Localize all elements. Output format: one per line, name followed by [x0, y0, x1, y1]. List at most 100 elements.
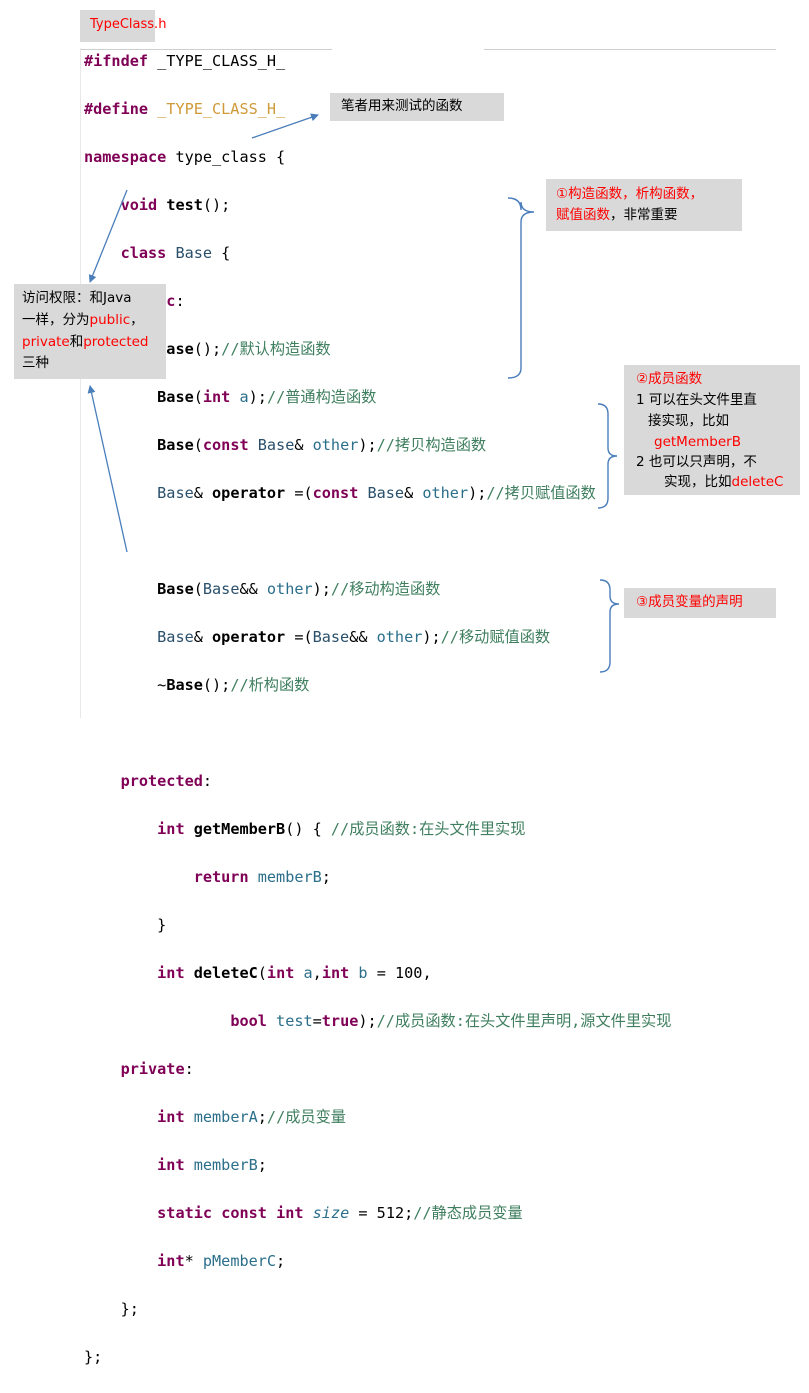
member-variables-brace: [599, 579, 620, 673]
member-functions-text: 实现，比如: [664, 474, 732, 490]
code-comment: //拷贝赋值函数: [486, 484, 596, 502]
private-arrow: [87, 385, 128, 553]
code-text: [294, 964, 303, 982]
code-line-close-brace: }: [84, 913, 671, 937]
keyword: int: [266, 964, 295, 982]
code-comment: //成员变量: [266, 1108, 346, 1126]
code-text: [185, 964, 194, 982]
deletec-label: deleteC: [731, 474, 784, 490]
function-name: operator: [212, 484, 286, 502]
code-line-class: class Base {: [84, 241, 671, 265]
class-name: Base: [157, 628, 194, 646]
code-text: );: [422, 628, 441, 646]
access-note-text: ，: [130, 312, 144, 328]
access-note-text: 和: [69, 334, 84, 350]
namespace-name: type_class {: [166, 148, 286, 166]
keyword: return: [193, 868, 249, 886]
keyword: const: [312, 484, 359, 502]
member-variables-note: ③成员变量的声明: [624, 588, 776, 618]
public-arrow: [88, 189, 128, 283]
special-functions-title: ①构造函数，析构函数，: [556, 186, 704, 202]
code-comment: //默认构造函数: [221, 340, 331, 358]
code-text: );: [468, 484, 487, 502]
code-line-deletec-cont: bool test=true);//成员函数:在头文件里声明,源文件里实现: [84, 1009, 671, 1033]
code-text: ;: [257, 1156, 267, 1174]
code-line-copy-assign: Base& operator =(const Base& other);//拷贝…: [84, 481, 671, 505]
code-line-namespace: namespace type_class {: [84, 145, 671, 169]
member-variable: pMemberC: [202, 1252, 277, 1270]
access-modifier-note: 访问权限：和Java 一样，分为public， private和protecte…: [14, 284, 166, 379]
macro-name: _TYPE_CLASS_H_: [148, 52, 286, 70]
code-text: );: [248, 388, 267, 406]
code-line-ifndef: #ifndef _TYPE_CLASS_H_: [84, 49, 671, 73]
code-text: }: [157, 916, 167, 934]
parameter: a: [303, 964, 313, 982]
code-line-protected: protected:: [84, 769, 671, 793]
parameter: other: [376, 628, 423, 646]
code-text: :: [175, 292, 185, 310]
class-name: Base: [202, 580, 240, 598]
function-name: Base: [157, 340, 194, 358]
code-line-copy-ctor: Base(const Base& other);//拷贝构造函数: [84, 433, 671, 457]
header-divider-right: [484, 49, 776, 50]
function-name: Base: [166, 676, 203, 694]
access-note-text: 一样，分为: [22, 312, 90, 328]
code-text: [185, 1108, 194, 1126]
keyword: static: [157, 1204, 213, 1222]
code-text: *: [184, 1252, 203, 1270]
macro-name: _TYPE_CLASS_H_: [148, 100, 286, 118]
keyword: namespace: [84, 148, 167, 166]
code-text: [349, 964, 358, 982]
code-line-getmemberb: int getMemberB() { //成员函数:在头文件里实现: [84, 817, 671, 841]
special-functions-note-line2: 赋值函数，非常重要: [556, 205, 678, 226]
keyword: class: [120, 244, 167, 262]
assignment-function-label: 赋值函数: [556, 207, 610, 223]
file-tab[interactable]: TypeClass.h: [80, 10, 166, 42]
member-variable: memberB: [257, 868, 322, 886]
special-functions-note-line1: ①构造函数，析构函数，: [556, 184, 703, 205]
member-variable: memberB: [193, 1156, 258, 1174]
function-name: getMemberB: [193, 820, 286, 838]
code-line-membera: int memberA;//成员变量: [84, 1105, 671, 1129]
getmemberb-label: getMemberB: [654, 434, 741, 450]
keyword: int: [157, 1156, 185, 1174]
access-note-line2: 一样，分为public，: [22, 310, 144, 331]
code-line-default-ctor: Base();//默认构造函数: [84, 337, 671, 361]
function-name: test: [166, 196, 203, 214]
code-text: :: [184, 1060, 194, 1078]
code-comment: //普通构造函数: [266, 388, 377, 406]
function-name: deleteC: [193, 964, 258, 982]
code-line-namespace-end: };: [84, 1345, 671, 1369]
code-text: [185, 1156, 194, 1174]
class-name: Base: [367, 484, 405, 502]
code-line-pmemberc: int* pMemberC;: [84, 1249, 671, 1273]
class-name: Base: [157, 484, 194, 502]
code-text: ();: [193, 340, 222, 358]
code-line-move-ctor: Base(Base&& other);//移动构造函数: [84, 577, 671, 601]
code-text: (: [193, 580, 203, 598]
keyword: int: [321, 964, 350, 982]
code-text: ();: [202, 196, 231, 214]
parameter: other: [422, 484, 469, 502]
code-text: [185, 820, 194, 838]
code-text: };: [84, 1348, 103, 1366]
code-text: (: [257, 964, 267, 982]
code-text: &&: [239, 580, 267, 598]
function-name: Base: [157, 436, 194, 454]
code-text: :: [202, 772, 213, 790]
class-name: Base: [257, 436, 295, 454]
keyword: int: [157, 820, 185, 838]
access-note-line4: 三种: [22, 355, 49, 371]
code-text: ,: [422, 964, 432, 982]
keyword: true: [321, 1012, 359, 1030]
number-literal: 512: [376, 1204, 405, 1222]
code-text: =(: [285, 484, 313, 502]
code-text: ;: [404, 1204, 414, 1222]
keyword: int: [157, 964, 185, 982]
keyword: const: [202, 436, 249, 454]
test-function-note-text: 笔者用来测试的函数: [341, 98, 463, 114]
code-line-private: private:: [84, 1057, 671, 1081]
code-text: [267, 1204, 276, 1222]
code-text: (: [193, 388, 203, 406]
public-keyword-label: public: [89, 312, 131, 328]
